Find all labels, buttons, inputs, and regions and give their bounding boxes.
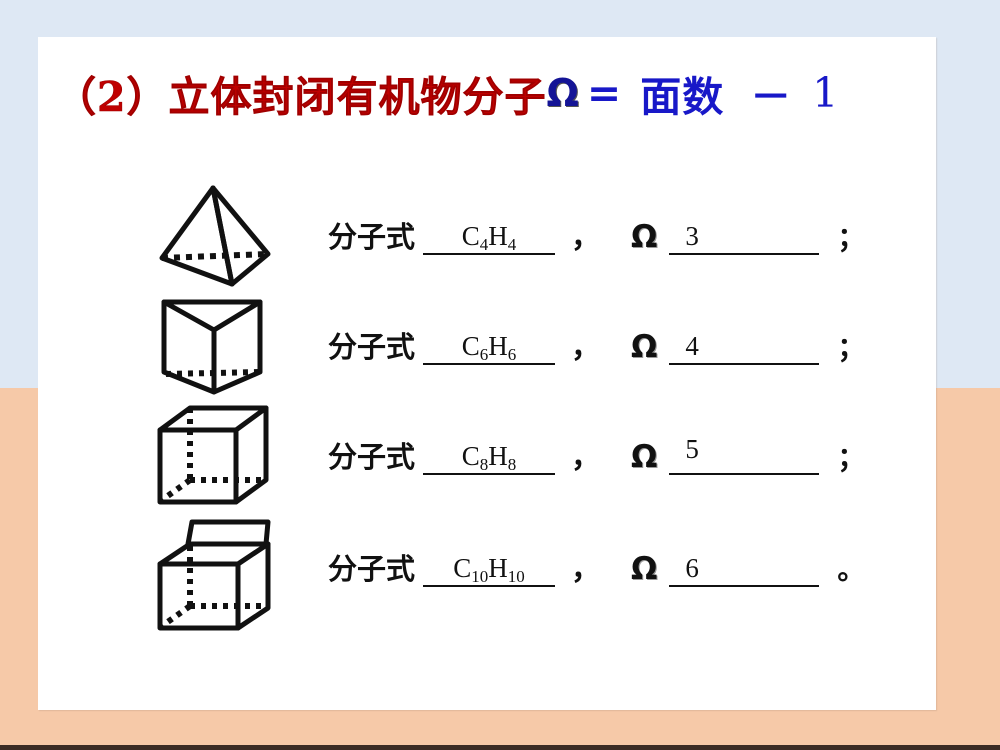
comma-separator: ， (571, 552, 602, 587)
title-chinese-text: （2）立体封闭有机物分子 (55, 73, 547, 122)
title-equals-sign: = (586, 69, 623, 117)
open-box-icon (150, 514, 280, 631)
omega-icon: Ω (631, 329, 658, 365)
row-text: 分子式 C6H6 ， Ω 4 ； (328, 322, 865, 378)
omega-value: 4 (685, 331, 699, 361)
omega-icon: Ω (631, 219, 658, 255)
omega-value: 3 (685, 221, 699, 251)
content-card (38, 37, 936, 710)
formula-value: C4H4 (461, 221, 517, 254)
comma-separator: ， (571, 330, 602, 365)
omega-blank[interactable]: 5 (669, 434, 820, 475)
formula-label: 分子式 (328, 330, 416, 364)
omega-blank[interactable]: 4 (669, 329, 820, 365)
formula-blank[interactable]: C10H10 (423, 551, 556, 587)
row-text: 分子式 C10H10 ， Ω 6 。 (328, 544, 865, 600)
end-punctuation: ； (837, 441, 866, 474)
omega-icon: Ω (631, 551, 658, 587)
triangular-prism-icon (150, 292, 280, 400)
molecule-row: 分子式 C8H8 ， Ω 5 ； (150, 402, 865, 510)
omega-blank[interactable]: 3 (669, 219, 820, 255)
omega-value: 6 (685, 553, 699, 583)
formula-label: 分子式 (328, 440, 416, 474)
comma-separator: ， (571, 440, 602, 475)
omega-value: 5 (685, 434, 699, 464)
formula-value: C6H6 (461, 331, 517, 364)
formula-blank[interactable]: C8H8 (423, 439, 556, 475)
comma-separator: ， (571, 220, 602, 255)
end-punctuation: ； (837, 221, 866, 254)
omega-icon: Ω (631, 439, 658, 475)
title-omega-icon: Ω (546, 71, 579, 115)
formula-blank[interactable]: C4H4 (423, 219, 556, 255)
row-text: 分子式 C4H4 ， Ω 3 ； (328, 212, 865, 268)
formula-value: C8H8 (461, 441, 517, 474)
background-bottom-rule (0, 745, 1000, 750)
formula-blank[interactable]: C6H6 (423, 329, 556, 365)
formula-value: C10H10 (453, 553, 525, 586)
title-minus-sign: － (750, 73, 793, 121)
molecule-row: 分子式 C10H10 ， Ω 6 。 (150, 514, 865, 631)
row-text: 分子式 C8H8 ， Ω 5 ； (328, 432, 865, 488)
title-number: 1 (812, 69, 840, 117)
omega-blank[interactable]: 6 (669, 551, 820, 587)
formula-label: 分子式 (328, 552, 416, 586)
tetrahedron-icon (150, 182, 280, 290)
end-punctuation: 。 (837, 553, 866, 586)
title-term-text: 面数 (640, 73, 725, 121)
cube-icon (150, 402, 280, 510)
molecule-row: 分子式 C4H4 ， Ω 3 ； (150, 182, 865, 290)
molecule-row: 分子式 C6H6 ， Ω 4 ； (150, 292, 865, 400)
slide-title: （2）立体封闭有机物分子 Ω = 面数 － 1 (55, 62, 935, 124)
formula-label: 分子式 (328, 220, 416, 254)
end-punctuation: ； (837, 331, 866, 364)
